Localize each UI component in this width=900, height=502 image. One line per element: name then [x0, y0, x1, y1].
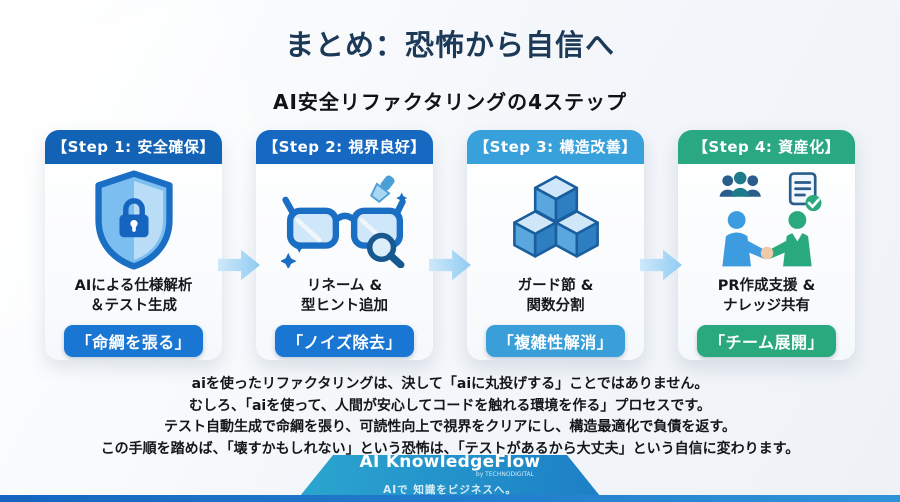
step-1-badge: 「命綱を張る」	[63, 325, 204, 357]
arrow-right-icon	[429, 249, 471, 281]
page-title: まとめ：恐怖から自信へ	[284, 28, 615, 62]
summary-line-1: aiを使ったリファクタリングは、決して「aiに丸投げする」ことではありません。	[191, 376, 709, 392]
step-card-1: 【Step 1: 安全確保】 AIによる仕様解析 ＆テスト生成 「命綱を張る」	[45, 130, 222, 360]
handshake-icon	[704, 164, 830, 276]
step-2-badge: 「ノイズ除去」	[274, 325, 415, 357]
step-1-desc-line2: ＆テスト生成	[90, 298, 177, 314]
step-4-description: PR作成支援 & ナレッジ共有	[718, 276, 816, 316]
summary-text: aiを使ったリファクタリングは、決して「aiに丸投げする」ことではありません。 …	[0, 374, 900, 460]
footer-logo-banner: AI KnowledgeFlow by TECHNODIGITAL AIで 知識…	[300, 455, 600, 496]
footer-strip	[0, 495, 900, 502]
summary-line-2: むしろ、「aiを使って、人間が安心してコードを触れる環境を作る」プロセスです。	[188, 397, 712, 414]
shield-lock-icon	[88, 164, 180, 276]
step-4-desc-line2: ナレッジ共有	[723, 298, 810, 314]
step-3-desc-line2: 関数分割	[526, 298, 585, 314]
step-1-header: 【Step 1: 安全確保】	[45, 130, 222, 164]
step-card-4: 【Step 4: 資産化】	[678, 130, 855, 360]
step-1-desc-line1: AIによる仕様解析	[74, 278, 193, 294]
step-3-description: ガード節 & 関数分割	[518, 276, 594, 316]
arrow-right-icon	[640, 249, 682, 281]
step-3-desc-line1: ガード節 &	[517, 278, 594, 294]
step-4-header: 【Step 4: 資産化】	[678, 130, 855, 164]
brand-byline: by TECHNODIGITAL	[475, 471, 534, 479]
step-2-desc-line1: リネーム &	[306, 278, 383, 294]
page-subtitle: AI安全リファクタリングの4ステップ	[272, 90, 628, 114]
step-3-badge: 「複雑性解消」	[485, 325, 626, 357]
step-4-desc-line1: PR作成支援 &	[717, 278, 816, 294]
step-2-header: 【Step 2: 視界良好】	[256, 130, 433, 164]
brand-tagline: AIで 知識をビジネスへ。	[383, 483, 517, 496]
arrow-right-icon	[218, 249, 260, 281]
step-card-3: 【Step 3: 構造改善】	[467, 130, 644, 360]
summary-line-3: テスト自動生成で命綱を張り、可読性向上で視界をクリアにし、構造最適化で負債を返す…	[163, 419, 737, 435]
cubes-icon	[504, 164, 608, 276]
step-2-description: リネーム & 型ヒント追加	[301, 276, 388, 316]
step-1-description: AIによる仕様解析 ＆テスト生成	[75, 276, 193, 316]
summary-line-4: この手順を踏めば、「壊すかもしれない」という恐怖は、「テストがあるから大丈夫」と…	[100, 440, 800, 457]
step-3-header: 【Step 3: 構造改善】	[467, 130, 644, 164]
step-card-2: 【Step 2: 視界良好】	[256, 130, 433, 360]
brand-name: AI KnowledgeFlow	[359, 452, 541, 473]
glasses-clean-icon	[280, 164, 409, 276]
steps-row: 【Step 1: 安全確保】 AIによる仕様解析 ＆テスト生成 「命綱を張る」	[0, 130, 900, 362]
step-2-desc-line2: 型ヒント追加	[301, 298, 388, 314]
step-4-badge: 「チーム展開」	[696, 325, 837, 357]
